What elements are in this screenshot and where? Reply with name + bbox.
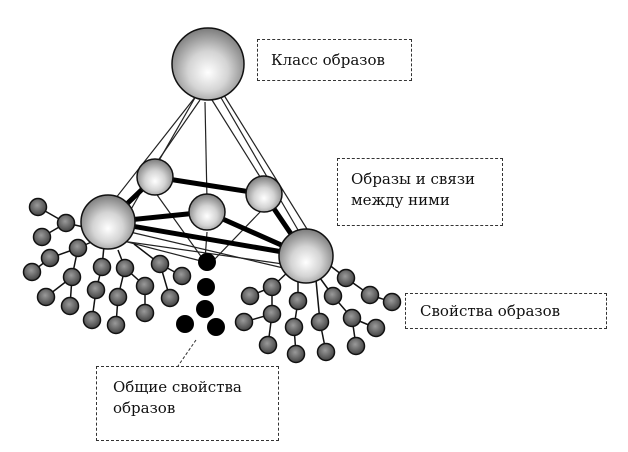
image-sphere-left [80, 194, 136, 250]
right-property-tree [234, 263, 402, 364]
label-image-properties: Свойства образов [405, 293, 607, 329]
image-sphere-upper-right [245, 175, 283, 213]
common-pointer [177, 339, 197, 367]
label-image-class: Класс образов [257, 39, 412, 81]
image-sphere-right [278, 228, 334, 284]
image-sphere-center [188, 193, 226, 231]
image-sphere-upper-left [136, 158, 174, 196]
left-property-tree [22, 197, 192, 335]
image-spheres [80, 27, 334, 284]
label-images-and-links: Образы и связи между ними [337, 158, 503, 226]
label-common-properties: Общие свойства образов [96, 366, 279, 441]
class-sphere [171, 27, 245, 101]
common-property-nodes [176, 253, 225, 336]
